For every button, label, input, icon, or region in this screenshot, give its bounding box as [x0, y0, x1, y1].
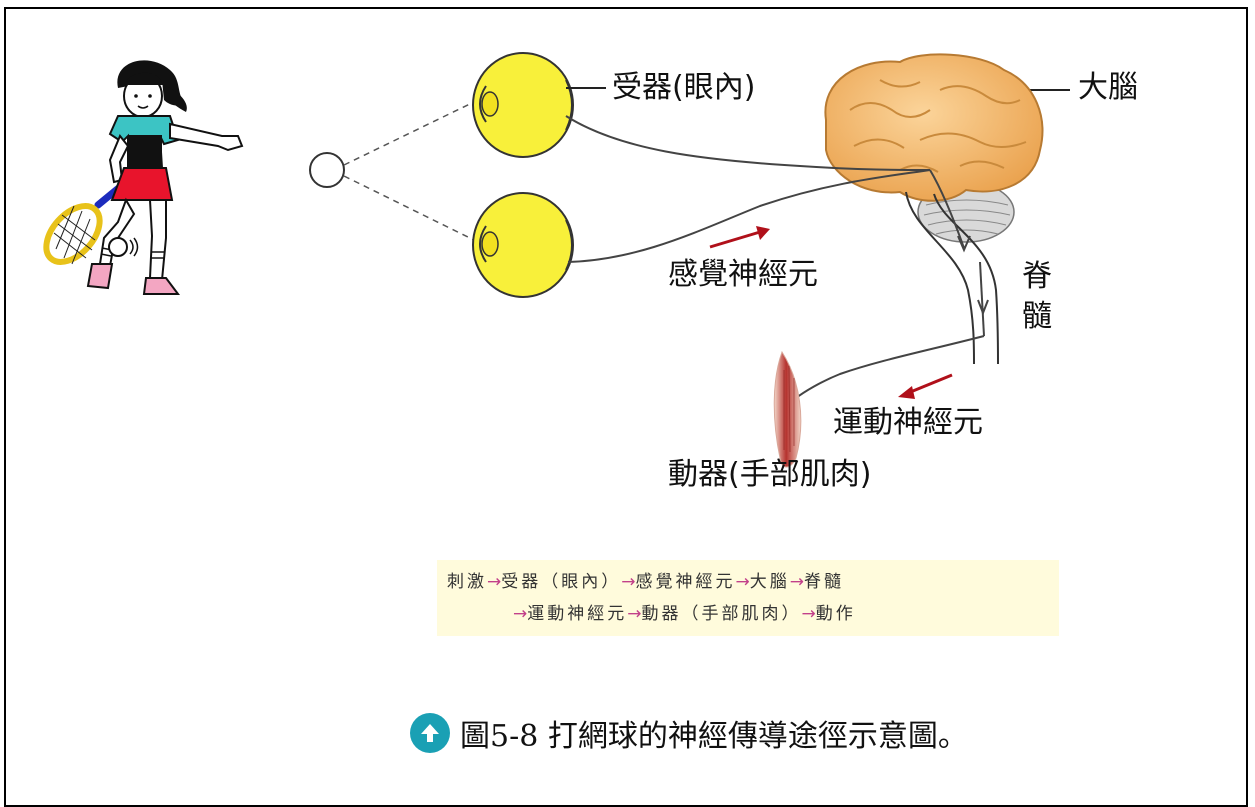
- flow-step: 運動神經元: [527, 604, 628, 624]
- tennis-player-illustration: [43, 60, 244, 295]
- flow-arrow-icon: →: [513, 604, 528, 624]
- pathway-line-2: →運動神經元→動器（手部肌肉）→動作: [447, 598, 1049, 630]
- flow-step: 動作: [815, 604, 856, 624]
- flow-arrow-icon: →: [627, 604, 642, 624]
- flow-step: 刺激: [447, 572, 487, 592]
- spinal-cord: [905, 191, 999, 365]
- flow-arrow-icon: →: [735, 572, 750, 592]
- spinal-cord-label-top: 脊: [1022, 259, 1052, 294]
- hand-muscle: [773, 350, 802, 468]
- brain-label: 大腦: [1078, 70, 1138, 105]
- brain-to-spine-path: [929, 169, 965, 249]
- motor-neuron-path: [795, 335, 985, 399]
- eye-upper: [472, 52, 574, 158]
- flow-step: 動器（手部肌肉）: [641, 604, 802, 624]
- light-ray-lower: [343, 175, 479, 243]
- stimulus-ball: [309, 152, 345, 188]
- sensory-neuron-lower: [567, 169, 931, 263]
- flow-step: 受器（眼內）: [501, 572, 622, 592]
- flow-arrow-icon: →: [621, 572, 636, 592]
- sensory-neuron-upper: [565, 115, 931, 171]
- effector-label: 動器(手部肌肉): [668, 457, 872, 492]
- flow-arrow-icon: →: [789, 572, 804, 592]
- diagram-canvas: [43, 52, 1070, 468]
- pathway-line-1: 刺激→受器（眼內）→感覺神經元→大腦→脊髓: [447, 566, 1049, 598]
- flow-step: 感覺神經元: [635, 572, 736, 592]
- sensory-direction-arrow-icon: [709, 226, 770, 249]
- flow-arrow-icon: →: [487, 572, 502, 592]
- receptor-label: 受器(眼內): [612, 70, 756, 105]
- flow-step: 大腦: [749, 572, 790, 592]
- motor-direction-arrow-icon: [898, 373, 953, 399]
- spinal-cord-label-bottom: 髓: [1022, 299, 1052, 334]
- flow-step: 脊髓: [804, 572, 844, 592]
- sensory-neuron-label: 感覺神經元: [668, 257, 818, 292]
- light-ray-upper: [343, 99, 479, 166]
- figure-caption: 圖5-8 打網球的神經傳導途徑示意圖。: [410, 711, 968, 755]
- pathway-summary-box: 刺激→受器（眼內）→感覺神經元→大腦→脊髓 →運動神經元→動器（手部肌肉）→動作: [437, 560, 1059, 636]
- tennis-ball-icon: [108, 237, 128, 257]
- brain: [824, 53, 1044, 243]
- flow-arrow-icon: →: [801, 604, 816, 624]
- motor-neuron-label: 運動神經元: [833, 405, 983, 440]
- up-arrow-circle-icon[interactable]: [410, 713, 450, 753]
- caption-text: 圖5-8 打網球的神經傳導途徑示意圖。: [460, 719, 968, 754]
- eye-lower: [472, 192, 574, 298]
